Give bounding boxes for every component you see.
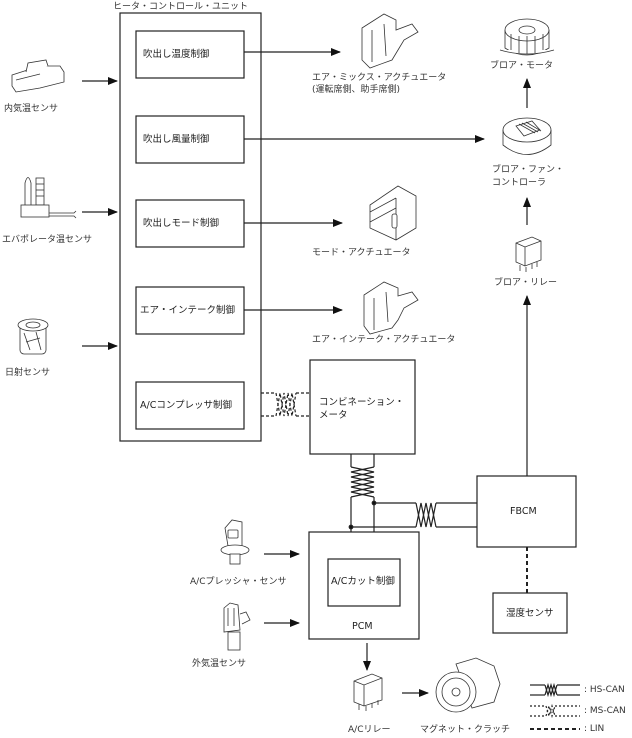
block-volume-control-label: 吹出し風量制御 — [143, 134, 210, 145]
combination-meter-box — [309, 359, 416, 455]
air-mix-actuator-sublabel: (運転席側、助手席側) — [312, 85, 401, 95]
cabin-temperature-sensor-label: 内気温センサ — [4, 104, 59, 114]
ac-pressure-sensor-label: A/Cプレッシャ・センサ — [190, 577, 287, 587]
fbcm-label: FBCM — [510, 506, 537, 517]
ac-relay-label: A/Cリレー — [348, 725, 391, 735]
air-intake-actuator-label: エア・インテーク・アクチュエータ — [312, 335, 456, 345]
cabin-temperature-sensor-icon — [11, 59, 65, 93]
evaporator-temperature-sensor-label: エバポレータ温センサ — [2, 235, 93, 245]
air-intake-actuator-icon — [363, 281, 419, 335]
hs-can-meter-pcm — [350, 454, 375, 532]
magnet-clutch-label: マグネット・クラッチ — [420, 725, 511, 735]
ac-cut-control-label: A/Cカット制御 — [331, 576, 395, 587]
blower-fan-controller-icon — [502, 117, 552, 155]
legend-ms-can-symbol — [530, 703, 580, 719]
combination-meter-label-line1: コンビネーション・ — [319, 397, 405, 408]
combination-meter-label-line2: メータ — [319, 410, 348, 421]
ambient-temperature-sensor-label: 外気温センサ — [192, 659, 247, 669]
block-mode-control-label: 吹出しモード制御 — [143, 218, 220, 229]
heater-control-unit-title: ヒータ・コントロール・ユニット — [113, 2, 249, 12]
blower-controller-label-line1: ブロア・ファン・ — [492, 165, 565, 175]
blower-motor-label: ブロア・モータ — [490, 61, 554, 71]
hs-can-pcm-fbcm — [351, 502, 477, 528]
humidity-sensor-box — [492, 592, 568, 634]
blower-relay-label: ブロア・リレー — [494, 278, 558, 288]
pcm-box — [308, 531, 420, 640]
block-compressor-control-label: A/Cコンプレッサ制御 — [140, 400, 233, 411]
block-temp-control — [135, 30, 245, 79]
evaporator-temperature-sensor-icon — [20, 177, 77, 219]
legend-ms-can-label: : MS-CAN — [584, 706, 626, 716]
ac-cut-control-block — [327, 558, 401, 607]
blower-controller-label-line2: コントローラ — [492, 178, 547, 188]
magnet-clutch-icon — [435, 657, 501, 713]
air-mix-actuator-icon — [361, 13, 419, 69]
blower-motor-icon — [499, 18, 555, 56]
block-compressor-control — [135, 381, 245, 430]
blower-relay-icon — [515, 236, 542, 272]
ac-pressure-sensor-icon — [220, 519, 250, 565]
ambient-temperature-sensor-icon — [223, 602, 251, 651]
mode-actuator-label: モード・アクチュエータ — [312, 248, 411, 258]
ms-can-link — [261, 392, 310, 417]
heater-control-unit-box — [119, 12, 262, 442]
pcm-label: PCM — [352, 621, 373, 632]
block-temp-control-label: 吹出し温度制御 — [143, 49, 210, 60]
air-mix-actuator-label: エア・ミックス・アクチュエータ — [312, 73, 447, 83]
legend-lin-label: : LIN — [584, 724, 605, 734]
legend-hs-can-label: : HS-CAN — [584, 685, 625, 695]
humidity-sensor-label: 湿度センサ — [506, 608, 554, 619]
block-intake-control-label: エア・インテーク制御 — [140, 305, 236, 316]
legend-hs-can-symbol — [530, 682, 580, 698]
solar-sensor-icon — [17, 318, 49, 355]
solar-sensor-label: 日射センサ — [5, 368, 51, 378]
mode-actuator-icon — [369, 185, 417, 241]
ac-relay-icon — [353, 673, 383, 711]
